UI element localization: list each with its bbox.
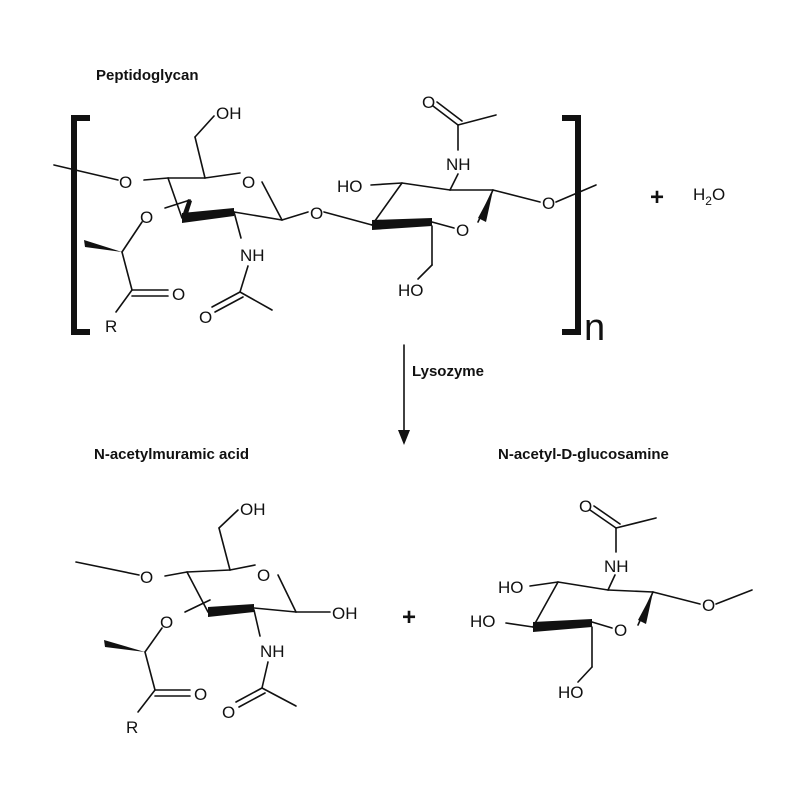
svg-text:O: O [119,173,132,192]
svg-text:H2O: H2O [693,185,725,208]
repeat-unit-label: n [584,307,605,349]
reactant-title: Peptidoglycan [96,67,199,84]
svg-text:O: O [194,685,207,704]
reaction-arrow [398,344,410,445]
svg-text:HO: HO [558,683,584,702]
svg-text:O: O [172,285,185,304]
right-bracket [562,115,581,335]
water-molecule: H2O [693,185,725,208]
peptidoglycan-structure: n O OH O O O [53,93,605,349]
svg-text:OH: OH [240,500,266,519]
product1-title: N-acetylmuramic acid [94,446,249,463]
svg-text:HO: HO [337,177,363,196]
svg-text:OH: OH [332,604,358,623]
svg-text:NH: NH [240,246,265,265]
svg-text:R: R [105,317,117,336]
plus-sign-products: + [402,604,416,631]
svg-text:O: O [579,497,592,516]
svg-text:O: O [422,93,435,112]
plus-sign-reactants: + [650,184,664,211]
svg-text:O: O [542,194,555,213]
svg-text:O: O [257,566,270,585]
svg-text:NH: NH [260,642,285,661]
svg-text:O: O [310,204,323,223]
product2-title: N-acetyl-D-glucosamine [498,446,669,463]
svg-text:NH: NH [604,557,629,576]
svg-text:O: O [702,596,715,615]
nag-product-structure: O HO HO NH O HO O [470,497,753,702]
nam-product-structure: O OH O OH O O R NH O [75,500,358,737]
svg-text:O: O [242,173,255,192]
enzyme-label: Lysozyme [412,363,484,380]
nag-ring-reactant: O HO NH O HO O [337,93,597,300]
svg-text:NH: NH [446,155,471,174]
svg-text:OH: OH [216,104,242,123]
left-bracket [71,115,90,335]
svg-text:HO: HO [470,612,496,631]
svg-text:O: O [199,308,212,327]
nam-ring-reactant: O OH O O O R NH O [53,104,373,336]
svg-text:O: O [614,621,627,640]
svg-text:R: R [126,718,138,737]
svg-text:HO: HO [498,578,524,597]
svg-text:O: O [140,208,153,227]
svg-text:O: O [456,221,469,240]
svg-text:O: O [140,568,153,587]
svg-text:HO: HO [398,281,424,300]
svg-text:O: O [160,613,173,632]
svg-text:O: O [222,703,235,722]
